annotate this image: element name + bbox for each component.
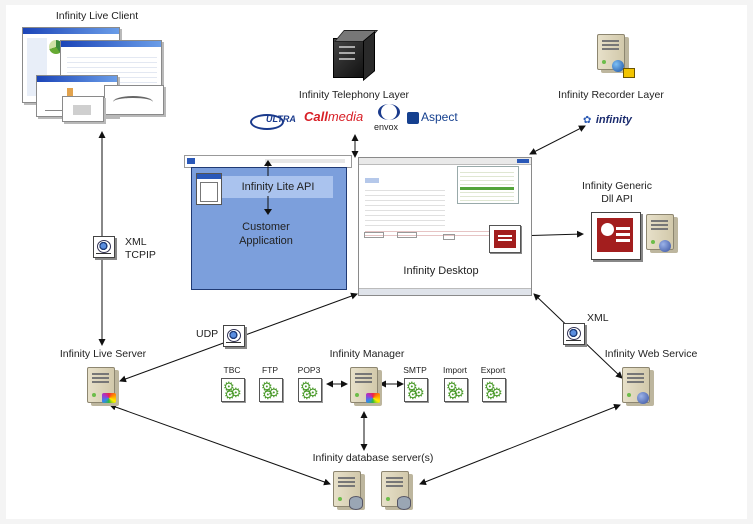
- live-server-label: Infinity Live Server: [59, 348, 147, 360]
- envox-logo: envox: [372, 104, 402, 134]
- telephony-layer-label: Infinity Telephony Layer: [298, 89, 410, 101]
- gear-component-icon: ⚙⚙⚙: [221, 378, 245, 402]
- infinity-logo: ✿ infinity: [583, 114, 632, 126]
- gear-component-icon: ⚙⚙⚙: [298, 378, 322, 402]
- gear-component-icon: ⚙⚙⚙: [482, 378, 506, 402]
- callmedia-logo: Callmedia: [304, 109, 364, 124]
- desktop-label: Infinity Desktop: [403, 265, 479, 277]
- database-servers-label: Infinity database server(s): [312, 452, 434, 464]
- xml-document-icon: [223, 325, 245, 347]
- window-icon: [196, 173, 222, 205]
- generic-dll-api-label: Infinity Generic Dll API: [581, 180, 653, 205]
- globe-icon: [659, 240, 671, 252]
- manager-label: Infinity Manager: [329, 348, 405, 360]
- component-label-import: Import: [442, 365, 468, 375]
- live-client-label: Infinity Live Client: [55, 10, 139, 22]
- link-recorder-desktop: [529, 125, 586, 155]
- presentation-icon: [489, 225, 521, 253]
- database-icon: [349, 496, 363, 510]
- xml-document-icon: [563, 323, 585, 345]
- ultra-logo: ULTRA: [250, 110, 302, 130]
- udp-label: UDP: [196, 328, 219, 340]
- globe-icon: [612, 60, 624, 72]
- plugin-icon: [366, 393, 380, 403]
- api-up-arrow: [264, 160, 272, 176]
- component-label-tbc: TBC: [223, 365, 241, 375]
- gear-component-icon: ⚙⚙⚙: [259, 378, 283, 402]
- api-down-arrow: [264, 196, 272, 215]
- link-webservice-db: [419, 403, 621, 486]
- lite-api-bar: [198, 176, 333, 198]
- component-label-export: Export: [480, 365, 506, 375]
- folder-icon: [623, 68, 635, 78]
- component-label-smtp: SMTP: [403, 365, 427, 375]
- link-liveserver-db: [109, 403, 331, 486]
- customer-application-label: Customer Application: [239, 221, 293, 247]
- gear-component-icon: ⚙⚙⚙: [444, 378, 468, 402]
- gear-component-icon: ⚙⚙⚙: [404, 378, 428, 402]
- component-label-ftp: FTP: [261, 365, 279, 375]
- web-service-label: Infinity Web Service: [604, 348, 698, 360]
- database-icon: [397, 496, 411, 510]
- recorder-layer-label: Infinity Recorder Layer: [558, 89, 664, 101]
- xml-tcpip-label: XML TCPIP: [125, 236, 156, 261]
- plugin-icon: [102, 393, 116, 403]
- xml-document-icon: [93, 236, 115, 258]
- component-label-pop3: POP3: [297, 365, 321, 375]
- globe-icon: [637, 392, 649, 404]
- telephony-server-icon: [333, 30, 379, 82]
- lite-api-label: Infinity Lite API: [241, 181, 315, 193]
- dll-presentation-icon: [591, 212, 641, 260]
- xml-label: XML: [587, 312, 609, 324]
